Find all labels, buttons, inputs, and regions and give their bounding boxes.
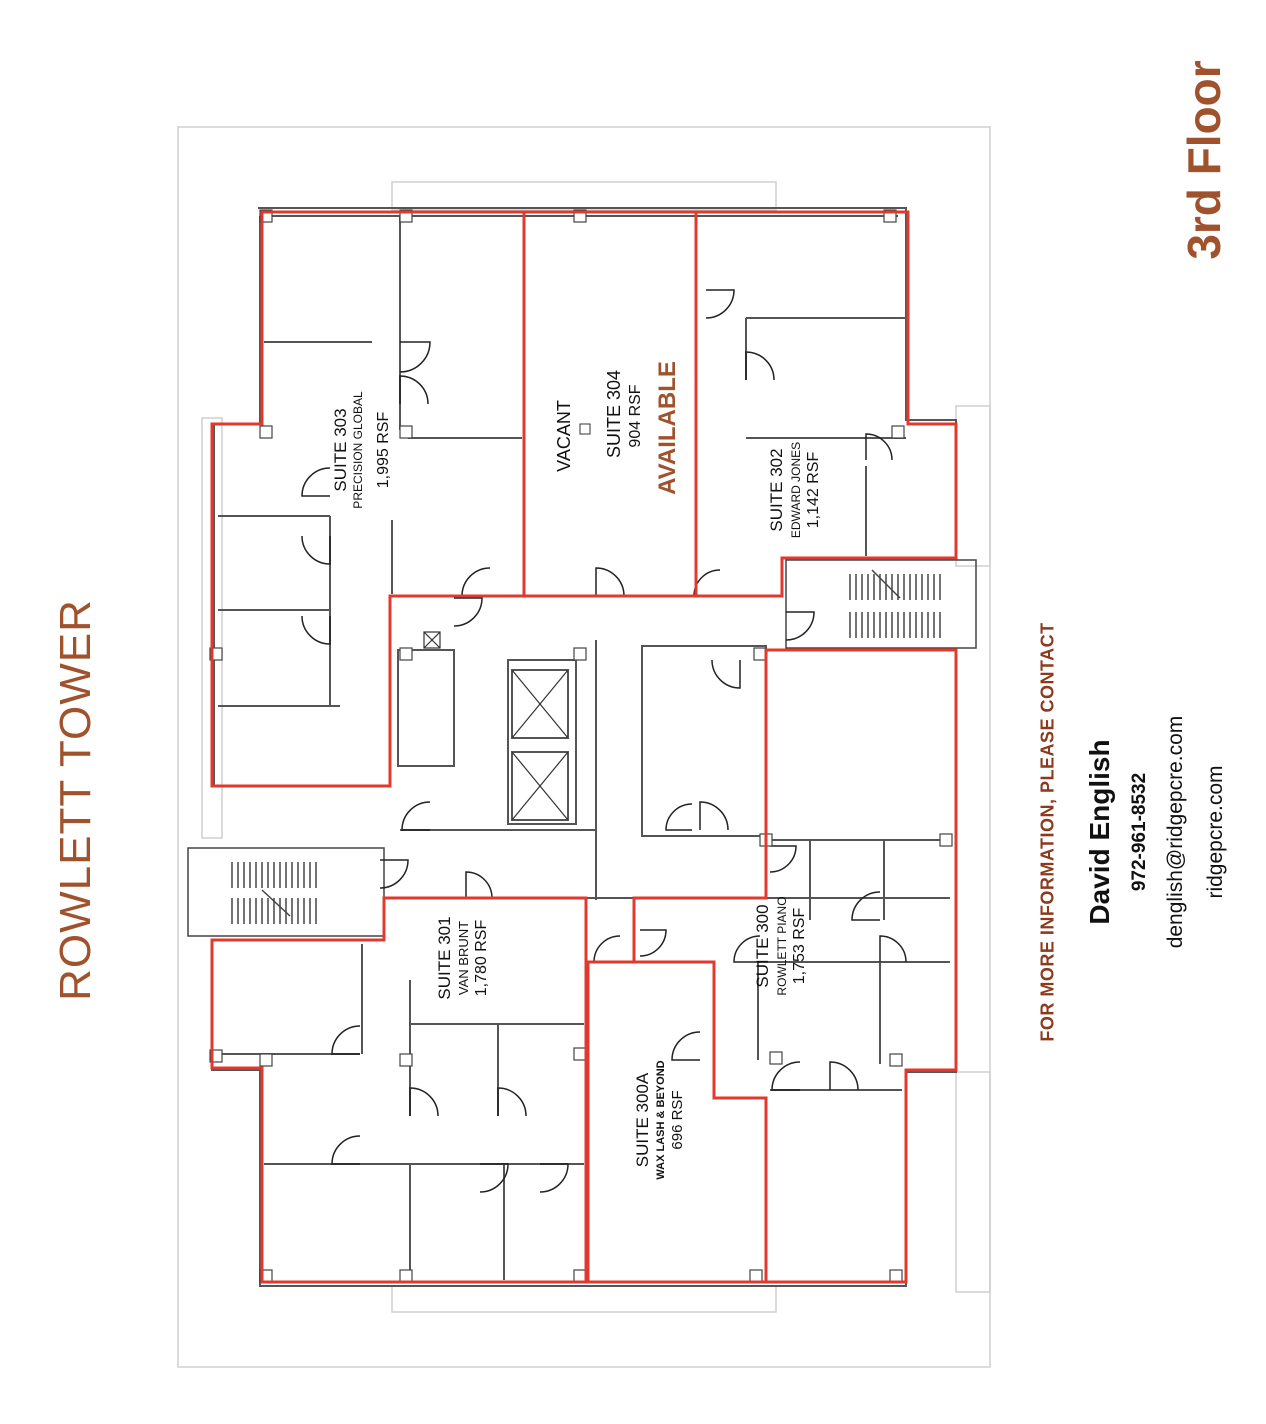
door-swing <box>497 1087 527 1117</box>
door-swings <box>301 289 907 1193</box>
stairwell-right <box>785 559 977 649</box>
column-marker <box>259 1053 273 1067</box>
suite-label-302: SUITE 302 EDWARD JONES 1,142 RSF <box>767 442 822 538</box>
column-marker <box>259 425 273 439</box>
column-marker <box>399 1269 413 1283</box>
door-swing <box>301 615 331 645</box>
door-swing <box>733 935 761 963</box>
door-swing <box>769 845 797 873</box>
suite-300-area: 1,753 RSF <box>791 908 808 985</box>
door-swing <box>671 1031 701 1061</box>
stair-arrow <box>261 889 291 917</box>
suite-302-area: 1,142 RSF <box>805 452 822 529</box>
door-swing <box>665 803 693 831</box>
suite-label-303: SUITE 303 PRECISION GLOBAL 1,995 RSF <box>331 391 392 509</box>
column-marker <box>573 647 587 661</box>
suite-303-outline <box>210 210 526 788</box>
column-marker <box>399 425 413 439</box>
door-swing <box>379 859 409 889</box>
door-swing <box>401 801 431 831</box>
suite-301-area: 1,780 RSF <box>473 920 490 997</box>
suite-302-outline <box>694 210 958 598</box>
suite-303-number: SUITE 303 <box>331 408 350 491</box>
contact-website[interactable]: ridgepcre.com <box>1204 765 1227 899</box>
suite-label-304: VACANT SUITE 304 904 RSF AVAILABLE <box>554 361 681 495</box>
door-swing <box>851 891 881 921</box>
column-marker <box>939 833 953 847</box>
suite-302-number: SUITE 302 <box>767 448 786 531</box>
elevator-cars <box>423 631 569 821</box>
door-swing <box>865 433 893 461</box>
suite-304-area: 904 RSF <box>627 384 644 447</box>
door-swing <box>879 935 907 963</box>
suite-label-300a: SUITE 300A WAX LASH & BEYOND 696 RSF <box>633 1060 686 1179</box>
contact-email[interactable]: denglish@ridgepcre.com <box>1164 715 1187 949</box>
door-swing <box>331 1135 361 1165</box>
door-swing <box>593 935 621 963</box>
column-marker <box>399 1053 413 1067</box>
suite-300a-tenant: WAX LASH & BEYOND <box>655 1060 667 1179</box>
door-swing <box>409 1087 439 1117</box>
suite-303-area: 1,995 RSF <box>375 412 392 489</box>
column-marker <box>399 647 413 661</box>
door-swing <box>595 567 625 597</box>
door-swing <box>479 1163 509 1193</box>
door-swing <box>331 1025 361 1055</box>
door-swing <box>639 929 667 957</box>
suite-304-status: AVAILABLE <box>654 361 681 495</box>
suite-300a-number: SUITE 300A <box>633 1072 652 1167</box>
door-swing <box>465 871 493 899</box>
column-marker <box>769 1051 783 1065</box>
contact-phone: 972-961-8532 <box>1129 772 1150 892</box>
column-marker <box>573 1047 587 1061</box>
suite-outlines <box>210 210 958 1284</box>
suite-300a-area: 696 RSF <box>669 1090 686 1149</box>
suite-label-300: SUITE 300 ROWLETT PIANO 1,753 RSF <box>753 896 808 995</box>
structural-columns <box>209 209 953 1283</box>
suite-301-outline <box>210 896 588 1284</box>
door-swing <box>399 375 429 405</box>
suite-303-tenant: PRECISION GLOBAL <box>351 391 365 509</box>
column-marker <box>889 1269 903 1283</box>
suite-301-tenant: VAN BRUNT <box>456 921 471 995</box>
column-marker <box>573 1269 587 1283</box>
suite-label-301: SUITE 301 VAN BRUNT 1,780 RSF <box>435 916 490 999</box>
door-swing <box>399 341 431 373</box>
suite-304-number: SUITE 304 <box>604 370 624 458</box>
door-swing <box>301 467 331 497</box>
suite-300-number: SUITE 300 <box>753 904 772 987</box>
suite-302-tenant: EDWARD JONES <box>789 442 803 538</box>
floor-title: 3rd Floor <box>1178 60 1230 260</box>
door-swing <box>461 567 491 597</box>
door-swing <box>771 1061 801 1091</box>
site-outline <box>177 126 991 1368</box>
door-swing <box>705 289 735 319</box>
door-swing <box>301 535 331 565</box>
door-swing <box>785 611 815 641</box>
column-marker <box>891 425 905 439</box>
column-marker <box>753 647 767 661</box>
suite-304-tenant: VACANT <box>554 400 574 472</box>
door-swing <box>745 351 775 381</box>
column-marker <box>749 1269 763 1283</box>
door-swing <box>693 569 721 597</box>
stair-arrow <box>871 569 901 599</box>
column-marker <box>889 1053 903 1067</box>
door-swing <box>539 1163 569 1193</box>
contact-name: David English <box>1084 739 1115 925</box>
stairwell-left <box>187 847 385 937</box>
suite-300-tenant: ROWLETT PIANO <box>775 896 789 995</box>
door-swing <box>453 597 483 627</box>
door-swing <box>829 1061 859 1091</box>
contact-heading: FOR MORE INFORMATION, PLEASE CONTACT <box>1037 622 1058 1042</box>
door-swing <box>711 659 741 689</box>
suite-301-number: SUITE 301 <box>435 916 454 999</box>
door-swing <box>699 801 729 831</box>
building-title: ROWLETT TOWER <box>51 599 100 1001</box>
suite-300-outline <box>632 648 958 1284</box>
building-walls <box>211 207 957 1287</box>
